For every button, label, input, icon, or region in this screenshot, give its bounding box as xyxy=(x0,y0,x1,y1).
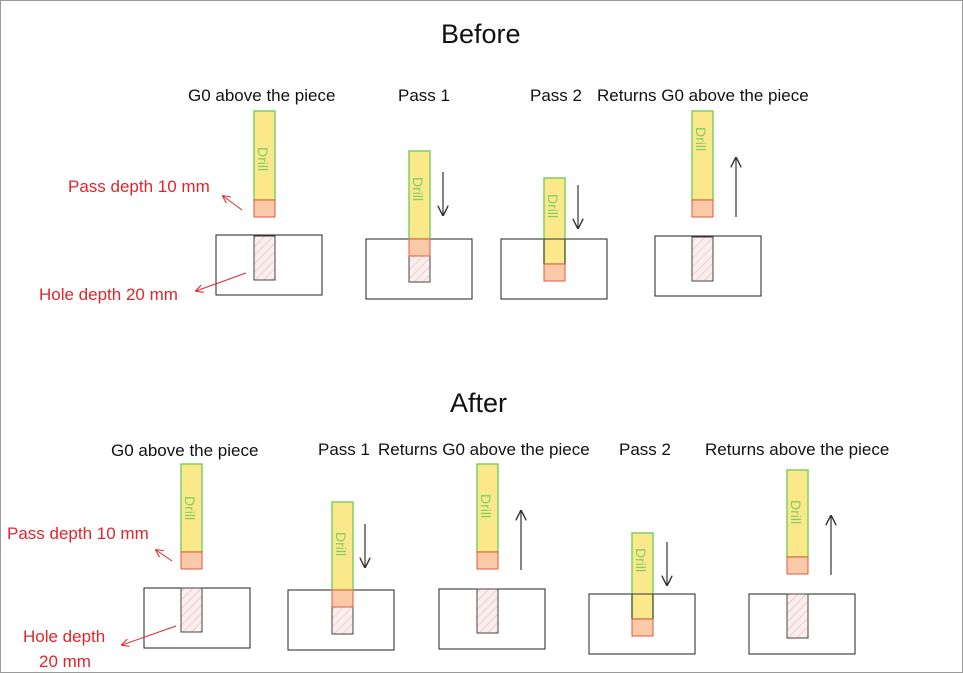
drill-body xyxy=(631,532,654,620)
hole xyxy=(786,593,809,639)
drill-label: Drill xyxy=(255,147,271,171)
drill-label: Drill xyxy=(182,496,198,520)
pass-depth-arrow xyxy=(156,550,173,562)
drill-tip xyxy=(408,238,431,257)
hole xyxy=(180,587,203,633)
drill-tip xyxy=(180,551,203,570)
drill-label: Drill xyxy=(545,194,561,218)
drill-label: Drill xyxy=(693,127,709,151)
after-step-3-return: Drill xyxy=(438,463,546,650)
hole-depth-arrow xyxy=(196,272,247,291)
drill-tip xyxy=(691,199,714,218)
drill-tip xyxy=(253,199,276,218)
drill-label: Drill xyxy=(633,548,649,572)
before-step-4-return: Drill xyxy=(654,110,762,297)
pass-depth-arrow xyxy=(223,196,243,211)
hole-depth-arrow xyxy=(122,625,177,645)
before-step-4-label: Returns G0 above the piece xyxy=(597,86,809,105)
drill-body xyxy=(543,177,566,265)
after-hole-depth-note-line2: 20 mm xyxy=(39,652,91,671)
drill-tip xyxy=(786,556,809,575)
before-pass-depth-note: Pass depth 10 mm xyxy=(68,177,210,196)
before-step-3-pass-2: Drill xyxy=(500,177,608,300)
after-step-3-label: Returns G0 above the piece xyxy=(378,440,590,459)
drill-label: Drill xyxy=(410,177,426,201)
after-step-2-pass-1: Drill xyxy=(287,501,395,651)
after-hole-depth-note-line1: Hole depth xyxy=(23,627,106,646)
before-step-2-label: Pass 1 xyxy=(398,86,450,105)
after-step-5-label: Returns above the piece xyxy=(705,440,890,459)
after-step-1-label: G0 above the piece xyxy=(111,441,259,460)
before-step-1-g0: Drill xyxy=(196,110,323,296)
after-step-2-label: Pass 1 xyxy=(318,440,370,459)
after-step-4-label: Pass 2 xyxy=(619,440,671,459)
before-step-2-pass-1: Drill xyxy=(365,150,473,300)
hole xyxy=(253,235,276,281)
hole xyxy=(476,588,499,634)
before-hole-depth-note: Hole depth 20 mm xyxy=(39,285,178,304)
after-heading: After xyxy=(450,388,508,418)
after-step-1-g0: Drill xyxy=(122,463,251,649)
after-pass-depth-note: Pass depth 10 mm xyxy=(7,524,149,543)
drill-tip xyxy=(331,589,354,608)
drill-label: Drill xyxy=(788,500,804,524)
before-step-3-label: Pass 2 xyxy=(530,86,582,105)
after-step-5-return: Drill xyxy=(748,469,856,655)
drill-label: Drill xyxy=(333,532,349,556)
drill-body xyxy=(691,110,714,201)
after-step-4-pass-2: Drill xyxy=(588,532,696,655)
before-heading: Before xyxy=(441,19,521,49)
drill-tip xyxy=(543,263,566,282)
drill-tip xyxy=(476,551,499,570)
before-step-1-label: G0 above the piece xyxy=(188,86,336,105)
drill-tip xyxy=(631,618,654,637)
drill-label: Drill xyxy=(478,494,494,518)
hole xyxy=(691,236,714,282)
